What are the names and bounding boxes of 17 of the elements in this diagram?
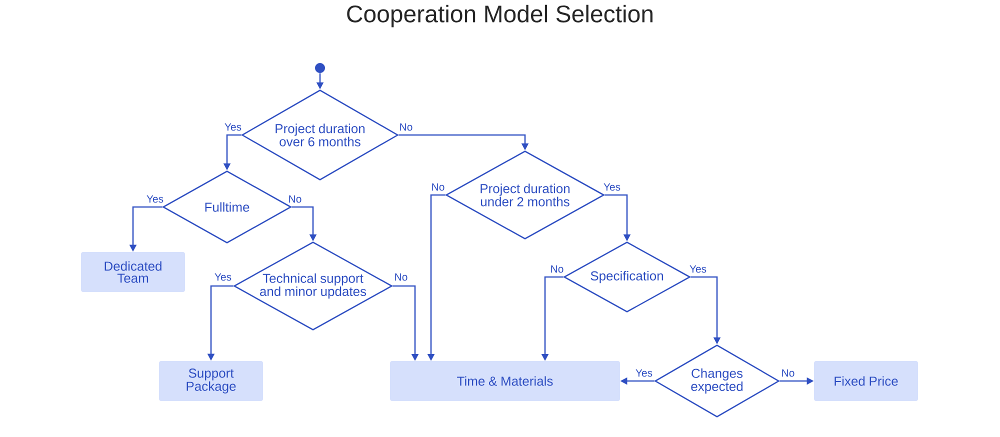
result-box: Time & Materials bbox=[390, 361, 620, 401]
edge-label: Yes bbox=[214, 272, 232, 282]
start-dot bbox=[315, 63, 325, 73]
result-box: Support Package bbox=[159, 361, 263, 401]
edge-label: Yes bbox=[688, 264, 708, 274]
result-box: Fixed Price bbox=[814, 361, 918, 401]
edge-label: No bbox=[780, 368, 796, 378]
edge-label: No bbox=[394, 272, 408, 282]
edge-label: Yes bbox=[224, 122, 242, 132]
edge-label: No bbox=[398, 122, 414, 132]
edge-label: No bbox=[430, 182, 446, 192]
result-box: Dedicated Team bbox=[81, 252, 185, 292]
title: Cooperation Model Selection bbox=[347, 4, 652, 28]
edge-label: Yes bbox=[146, 194, 164, 204]
edge-label: Yes bbox=[634, 368, 654, 378]
edge-label: Yes bbox=[602, 182, 622, 192]
edge-label: No bbox=[550, 264, 564, 274]
